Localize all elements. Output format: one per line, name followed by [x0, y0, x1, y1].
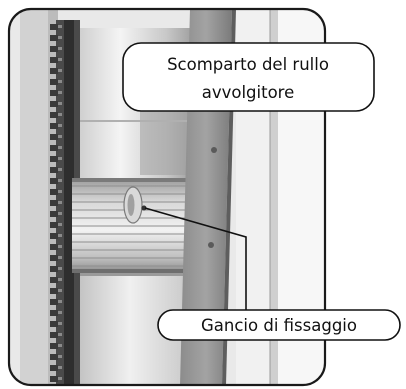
gear-tooth — [50, 233, 58, 239]
gear-tooth — [50, 343, 58, 349]
gear-tooth — [50, 123, 58, 129]
gear-tooth-highlight — [58, 300, 62, 303]
gear-tooth-highlight — [58, 190, 62, 193]
gear-tooth-highlight — [58, 146, 62, 149]
callout-roll-compartment-line1: Scomparto del rullo — [167, 55, 329, 74]
gear-tooth — [50, 365, 58, 371]
gear-tooth-highlight — [58, 80, 62, 83]
gear-tooth — [50, 178, 58, 184]
gear-tooth-highlight — [58, 366, 62, 369]
mounting-hook — [123, 186, 147, 224]
gear-tooth — [50, 211, 58, 217]
gear-tooth-highlight — [58, 278, 62, 281]
gear-tooth — [50, 90, 58, 96]
gear-tooth-highlight — [58, 344, 62, 347]
callout-roll-compartment: Scomparto del rullo avvolgitore — [122, 42, 375, 112]
gear-tooth — [50, 266, 58, 272]
gear-tooth — [50, 24, 58, 30]
gear-tooth-highlight — [58, 311, 62, 314]
gear-tooth — [50, 332, 58, 338]
gear-tooth-highlight — [58, 333, 62, 336]
gear-tooth — [50, 68, 58, 74]
gear-tooth-highlight — [58, 245, 62, 248]
gear-tooth-highlight — [58, 355, 62, 358]
gear-tooth — [50, 156, 58, 162]
gear-tooth-highlight — [58, 91, 62, 94]
gear-tooth-highlight — [58, 168, 62, 171]
gear-tooth-highlight — [58, 179, 62, 182]
gear-tooth — [50, 101, 58, 107]
gear-tooth — [50, 244, 58, 250]
gear-tooth — [50, 145, 58, 151]
gear-tooth-highlight — [58, 102, 62, 105]
gear-tooth — [50, 255, 58, 261]
gear-tooth-highlight — [58, 267, 62, 270]
gear-tooth-highlight — [58, 25, 62, 28]
hook-leader-line — [144, 207, 247, 310]
gear-tooth — [50, 222, 58, 228]
gear-tooth-highlight — [58, 58, 62, 61]
gear-tooth-highlight — [58, 234, 62, 237]
callout-mounting-hook: Gancio di fissaggio — [157, 309, 401, 341]
gear-tooth-highlight — [58, 157, 62, 160]
gear-tooth — [50, 46, 58, 52]
photo-frame — [7, 7, 327, 387]
callout-roll-compartment-line2: avvolgitore — [202, 83, 295, 102]
gear-tooth — [50, 376, 58, 382]
gear-tooth-highlight — [58, 256, 62, 259]
gear-tooth-highlight — [58, 36, 62, 39]
gear-tooth-highlight — [58, 289, 62, 292]
gear-tooth — [50, 79, 58, 85]
callout-mounting-hook-label: Gancio di fissaggio — [201, 316, 357, 335]
gear-tooth-highlight — [58, 322, 62, 325]
gear-tooth-highlight — [58, 135, 62, 138]
gear-tooth — [50, 310, 58, 316]
gear-tooth-highlight — [58, 201, 62, 204]
gear-tooth — [50, 57, 58, 63]
gear-tooth — [50, 299, 58, 305]
gear-tooth-highlight — [58, 113, 62, 116]
gear-tooth-highlight — [58, 223, 62, 226]
gear-tooth — [50, 112, 58, 118]
gear-tooth — [50, 189, 58, 195]
gear-tooth-highlight — [58, 47, 62, 50]
gear-tooth-highlight — [58, 69, 62, 72]
gear-tooth-highlight — [58, 124, 62, 127]
gear-tooth — [50, 277, 58, 283]
gear-tooth — [50, 321, 58, 327]
gear-tooth — [50, 288, 58, 294]
gear-tooth — [50, 35, 58, 41]
gear-tooth — [50, 134, 58, 140]
gear-tooth-highlight — [58, 377, 62, 380]
gear-tooth-highlight — [58, 212, 62, 215]
gear-tooth — [50, 200, 58, 206]
gear-tooth — [50, 167, 58, 173]
gear-tooth — [50, 354, 58, 360]
